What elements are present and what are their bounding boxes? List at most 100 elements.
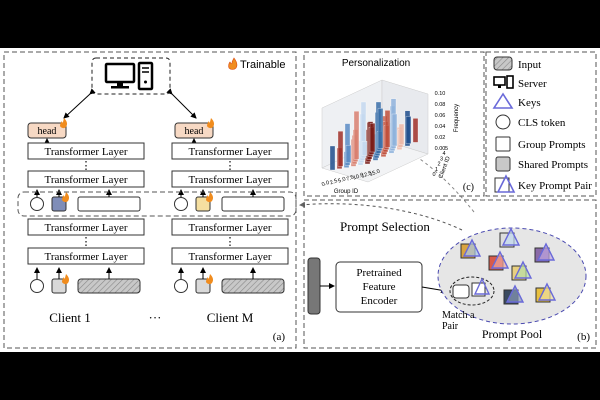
legend-label: CLS token bbox=[518, 117, 566, 129]
tick-label: 12.5 bbox=[361, 170, 373, 179]
client-1-stack: head Transformer Layer ⋮ Transformer Lay… bbox=[27, 118, 145, 325]
transformer-layer-label: Transformer Layer bbox=[45, 222, 128, 234]
server-icon bbox=[493, 75, 514, 89]
tick-label: 0.02 bbox=[435, 135, 446, 141]
chart-bar bbox=[405, 116, 412, 144]
key-prompt-pair bbox=[460, 238, 482, 259]
cls-token-icon bbox=[495, 114, 511, 130]
tick-label: 0.10 bbox=[435, 91, 446, 97]
input-tokens bbox=[221, 278, 285, 294]
flame-icon bbox=[62, 192, 70, 203]
client-m-stack: head Transformer Layer ⋮ Transformer Lay… bbox=[171, 118, 289, 325]
legend-label: Key Prompt Pair bbox=[518, 180, 592, 192]
prompt-row-highlight bbox=[17, 191, 297, 217]
flame-icon bbox=[206, 192, 214, 203]
tick-label: 2.5 bbox=[329, 178, 338, 186]
chart-bar bbox=[360, 101, 367, 159]
server-clientm-arrow bbox=[166, 88, 197, 119]
vdots: ⋮ bbox=[225, 236, 236, 248]
tick-label: 0.04 bbox=[435, 124, 446, 130]
selection-link-arrow bbox=[299, 201, 463, 231]
server-client1-arrow bbox=[63, 88, 96, 119]
patch-tokens bbox=[221, 196, 285, 212]
transformer-layer-label: Transformer Layer bbox=[189, 222, 272, 234]
tick-label: 0.08 bbox=[435, 102, 446, 108]
flame-icon bbox=[62, 274, 70, 285]
input-image bbox=[307, 257, 321, 315]
panel-a-tag: (a) bbox=[273, 331, 286, 343]
cls-token bbox=[174, 197, 188, 211]
bar-group bbox=[329, 98, 419, 171]
flame-icon bbox=[206, 274, 214, 285]
chart-bar bbox=[391, 113, 398, 147]
chart-bar bbox=[369, 123, 376, 153]
panel-b: Prompt Selection Pretrained Feature Enco… bbox=[303, 199, 597, 349]
tick-label: 3 bbox=[440, 156, 443, 162]
transformer-layer bbox=[27, 218, 145, 236]
chart-bar bbox=[384, 110, 391, 148]
key-prompt-pair-icon bbox=[494, 174, 516, 193]
legend-border bbox=[485, 51, 597, 197]
transformer-layer bbox=[27, 247, 145, 265]
match-highlight bbox=[449, 276, 495, 306]
chart-bar bbox=[361, 141, 368, 156]
chart-bar bbox=[353, 111, 360, 160]
transformer-layer-label: Transformer Layer bbox=[45, 251, 128, 263]
chart-bar bbox=[329, 145, 336, 171]
key-prompt-pair bbox=[535, 282, 557, 303]
x-axis-ticks: 0.02.55.07.510.012.515.0 bbox=[321, 169, 381, 189]
legend-label: Shared Prompts bbox=[518, 159, 588, 171]
panel-a-border bbox=[3, 51, 297, 349]
panel-c-border bbox=[303, 51, 485, 197]
transformer-layer bbox=[171, 218, 289, 236]
panel-b-tag: (b) bbox=[577, 331, 590, 343]
panel-c-tag: (c) bbox=[463, 182, 474, 193]
legend-label: Server bbox=[518, 78, 547, 90]
server-icon bbox=[104, 61, 154, 91]
tick-label: 5 bbox=[445, 146, 448, 152]
transformer-layer-label: Transformer Layer bbox=[189, 146, 272, 158]
transformer-layer bbox=[171, 142, 289, 160]
vdots: ⋮ bbox=[81, 236, 92, 248]
cls-token bbox=[30, 197, 44, 211]
input-tokens bbox=[77, 278, 141, 294]
z-axis-ticks: 0.00 0.02 0.04 0.06 0.08 0.10 bbox=[435, 91, 446, 152]
legend-label: Keys bbox=[518, 97, 541, 109]
encoder-label-line3: Encoder bbox=[361, 295, 398, 307]
x-axis-label: Group ID bbox=[334, 189, 359, 195]
cls-token bbox=[174, 279, 188, 293]
legend-label: Input bbox=[518, 59, 541, 71]
key-prompt-pair bbox=[471, 277, 491, 297]
head-label: head bbox=[185, 126, 204, 137]
prompt-pool-label: Prompt Pool bbox=[482, 327, 543, 341]
tick-label: 4 bbox=[442, 151, 445, 157]
chart-bar bbox=[345, 145, 352, 163]
chart-bar bbox=[337, 131, 344, 167]
transformer-layer bbox=[171, 247, 289, 265]
match-label-line1: Match a bbox=[442, 310, 475, 321]
transformer-layer-label: Transformer Layer bbox=[189, 174, 272, 186]
tick-label: 0.06 bbox=[435, 113, 446, 119]
key-prompt-pair bbox=[499, 227, 521, 248]
group-prompt-icon bbox=[495, 136, 511, 152]
key-prompt-pair bbox=[534, 242, 556, 263]
tick-label: 0 bbox=[432, 172, 435, 178]
panel-b-title: Prompt Selection bbox=[340, 219, 430, 234]
transformer-layer-label: Transformer Layer bbox=[45, 146, 128, 158]
query-feature bbox=[452, 284, 470, 299]
encoder-label-line2: Feature bbox=[363, 281, 396, 293]
input-icon bbox=[493, 56, 513, 71]
legend-label: Group Prompts bbox=[518, 139, 586, 151]
match-label-line2: Pair bbox=[442, 321, 459, 332]
flame-icon bbox=[60, 118, 68, 129]
trainable-label: Trainable bbox=[240, 59, 285, 71]
tick-label: 10.0 bbox=[352, 172, 364, 181]
key-prompt-pair bbox=[511, 260, 533, 281]
chart-bar bbox=[398, 123, 405, 145]
clients-ellipsis: ··· bbox=[149, 310, 162, 325]
tick-label: 0.00 bbox=[435, 146, 446, 152]
key-prompt-pair bbox=[503, 284, 525, 305]
panel-a: Trainable head Transformer Layer ⋮ Trans… bbox=[3, 51, 297, 349]
